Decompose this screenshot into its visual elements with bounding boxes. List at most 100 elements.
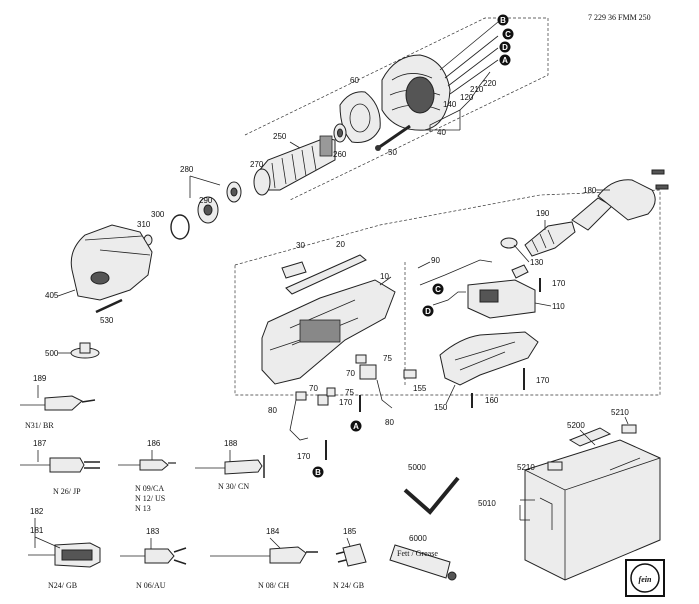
clip-130 — [511, 264, 529, 279]
label-70-b: 70 — [309, 384, 318, 393]
label-20: 20 — [336, 240, 345, 249]
label-5010: 5010 — [478, 499, 496, 508]
leader-lines — [57, 110, 629, 521]
label-170-d: 170 — [297, 452, 311, 461]
plug-185 — [335, 543, 367, 567]
motor-housing-10 — [261, 279, 396, 385]
plug-label-189: 189 — [33, 374, 47, 383]
label-290: 290 — [199, 196, 213, 205]
bearing-270 — [226, 181, 242, 203]
label-5210-a: 5210 — [611, 408, 629, 417]
plug-186 — [118, 459, 176, 471]
grommet-130 — [500, 237, 518, 249]
plug-caption-189: N31/ BR — [25, 421, 54, 430]
plug-188 — [195, 455, 265, 478]
label-190: 190 — [536, 209, 550, 218]
label-130: 130 — [530, 258, 544, 267]
label-300: 300 — [151, 210, 165, 219]
label-75-b: 75 — [345, 388, 354, 397]
label-120: 120 — [460, 93, 474, 102]
plug-caption-186-a: N 09/CA — [135, 484, 164, 493]
hex-key-5000 — [403, 476, 460, 515]
plug-caption-184: N 08/ CH — [258, 581, 289, 590]
armature-250 — [253, 135, 336, 196]
label-10: 10 — [380, 272, 389, 281]
label-5000: 5000 — [408, 463, 426, 472]
fein-logo: fein — [625, 559, 665, 597]
label-260: 260 — [333, 150, 347, 159]
label-170-c: 170 — [339, 398, 353, 407]
cable-sleeve-190 — [524, 221, 576, 257]
plug-label-182: 182 — [30, 507, 44, 516]
plug-leaders — [34, 385, 351, 549]
plug-189 — [20, 395, 96, 411]
logo-text: fein — [639, 575, 652, 584]
label-180: 180 — [583, 186, 597, 195]
plug-182-181 — [28, 542, 101, 568]
label-280: 280 — [180, 165, 194, 174]
badge-b2: B — [315, 468, 321, 477]
badge-c2: C — [435, 285, 441, 294]
plug-label-185: 185 — [343, 527, 357, 536]
switch-slider-30 — [281, 261, 307, 279]
housing-cover-150 — [439, 331, 539, 386]
connector-badges: B C D A — [497, 14, 514, 66]
label-50: 50 — [388, 148, 397, 157]
label-6000: 6000 — [409, 534, 427, 543]
plug-label-183: 183 — [146, 527, 160, 536]
wires-80 — [289, 379, 393, 441]
badges-housing: A B — [312, 420, 362, 478]
carry-case-5010 — [524, 427, 661, 581]
label-30: 30 — [296, 241, 305, 250]
plug-caption-186-c: N 13 — [135, 504, 151, 513]
plug-label-188: 188 — [224, 439, 238, 448]
ring-290 — [197, 196, 219, 224]
switch-bar-20 — [285, 254, 367, 295]
plug-183 — [120, 547, 187, 565]
grease-tube-6000: Fett / Grease — [389, 544, 457, 581]
label-250: 250 — [273, 132, 287, 141]
label-310: 310 — [137, 220, 151, 229]
pad-155 — [403, 369, 417, 379]
switch-parts-70-75 — [295, 354, 377, 406]
label-90: 90 — [431, 256, 440, 265]
badge-d: D — [502, 43, 508, 52]
plug-labels: 189 N31/ BR 187 N 26/ JP 186 N 09/CA N 1… — [25, 374, 364, 590]
badge-d2: D — [425, 307, 431, 316]
badge-c: C — [505, 30, 511, 39]
label-140: 140 — [443, 100, 457, 109]
plug-caption-185: N 24/ GB — [333, 581, 364, 590]
label-80-a: 80 — [268, 406, 277, 415]
label-5210-b: 5210 — [517, 463, 535, 472]
label-110: 110 — [552, 302, 565, 311]
label-5200: 5200 — [567, 421, 585, 430]
label-270: 270 — [250, 160, 264, 169]
label-60: 60 — [350, 76, 359, 85]
case-inserts-5210 — [547, 424, 637, 471]
connector-wires — [429, 21, 499, 132]
field-coil-40 — [381, 54, 451, 131]
bearing-260 — [333, 123, 347, 143]
bracket-60 — [339, 91, 381, 143]
plug-187 — [20, 457, 100, 473]
tube-text: Fett / Grease — [397, 549, 438, 558]
screw-50 — [375, 124, 411, 151]
plug-184 — [210, 546, 318, 564]
plug-caption-188: N 30/ CN — [218, 482, 249, 491]
flange-nut-500 — [70, 342, 100, 359]
plug-caption-183: N 06/AU — [136, 581, 166, 590]
badge-a: A — [502, 56, 508, 65]
badge-a2: A — [353, 422, 359, 431]
cable-plug-180 — [571, 169, 669, 231]
plug-label-181: 181 — [30, 526, 44, 535]
label-210: 210 — [470, 85, 484, 94]
plug-label-186: 186 — [147, 439, 161, 448]
label-220: 220 — [483, 79, 497, 88]
screw-530 — [95, 298, 123, 314]
seal-300 — [170, 214, 190, 240]
plug-caption-186-b: N 12/ US — [135, 494, 165, 503]
plug-caption-182: N24/ GB — [48, 581, 77, 590]
label-170-a: 170 — [552, 279, 566, 288]
label-530: 530 — [100, 316, 114, 325]
